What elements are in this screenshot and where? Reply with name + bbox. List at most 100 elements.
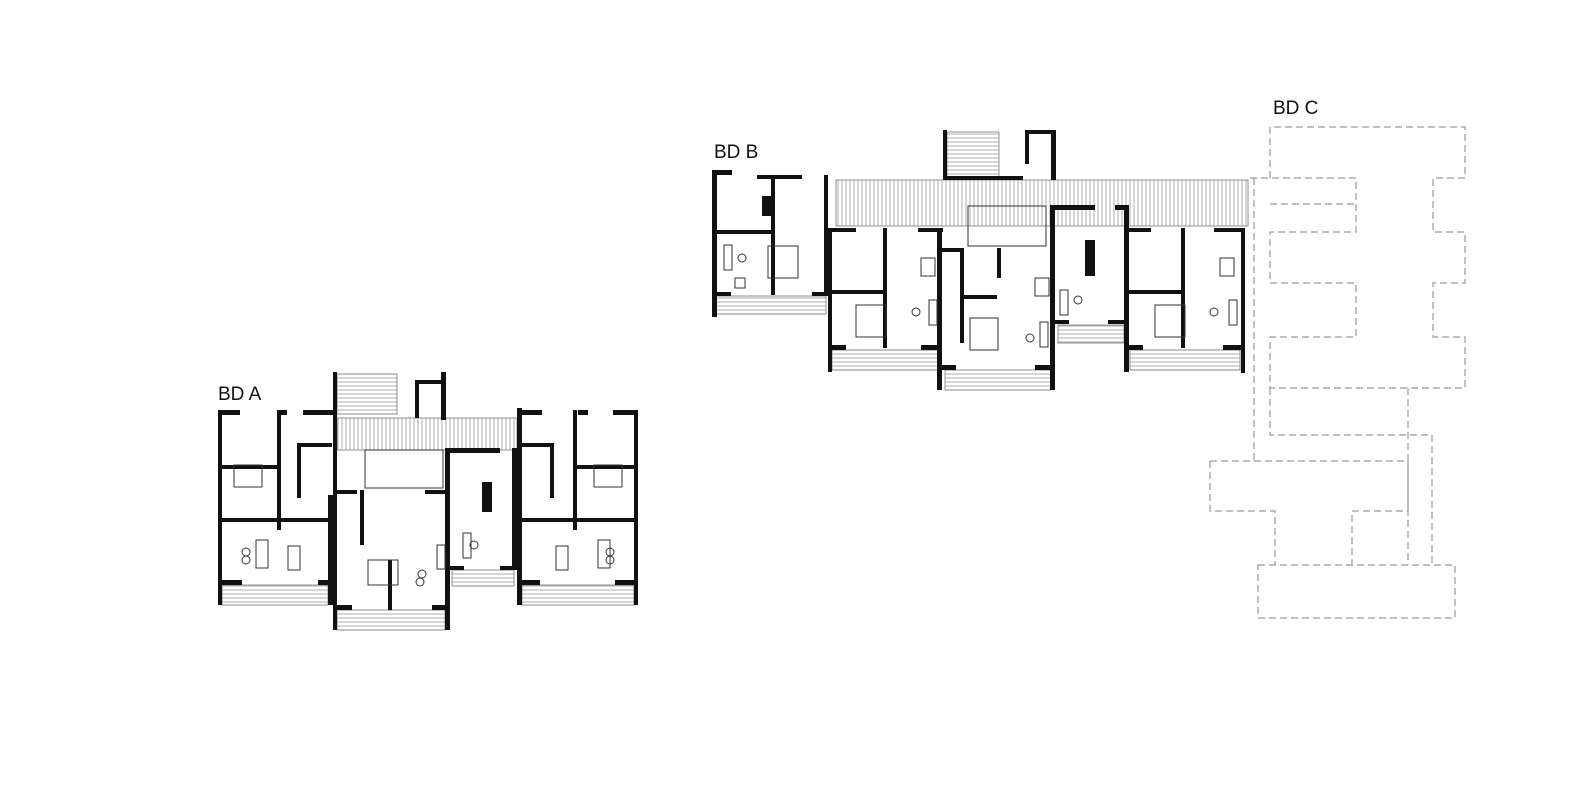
wall — [1035, 365, 1052, 370]
stair-or-terrace-hatch — [946, 131, 1000, 179]
building-b-plan — [712, 130, 1249, 391]
building-c-bottom-block — [1257, 564, 1456, 619]
wall — [360, 490, 364, 545]
furniture — [287, 545, 301, 571]
wall — [757, 175, 802, 179]
wall — [812, 292, 828, 296]
wall — [415, 380, 441, 384]
furniture — [436, 544, 446, 570]
wall — [337, 490, 357, 494]
furniture — [367, 559, 399, 586]
stair-or-terrace-hatch — [1057, 324, 1125, 344]
wall — [1129, 290, 1181, 294]
wall — [1025, 130, 1051, 134]
wall — [712, 170, 732, 175]
wall — [522, 410, 542, 415]
wall — [921, 345, 937, 350]
wall — [997, 248, 1001, 278]
furniture — [1219, 257, 1235, 277]
chair — [469, 540, 479, 550]
wall — [960, 248, 964, 343]
wall — [318, 580, 333, 585]
wall — [1055, 320, 1069, 324]
wall — [445, 448, 500, 453]
wall — [218, 410, 240, 415]
furniture — [593, 464, 623, 488]
wall — [942, 248, 962, 252]
corridor-hatch — [336, 417, 518, 451]
wall — [824, 175, 828, 295]
furniture — [462, 532, 472, 559]
wall — [613, 410, 638, 415]
wall — [522, 518, 634, 522]
wall — [277, 410, 281, 530]
stair-or-terrace-hatch — [944, 369, 1052, 391]
furniture — [920, 257, 936, 277]
wall — [1214, 228, 1244, 232]
wall — [918, 228, 943, 232]
furniture — [255, 539, 269, 569]
wall — [517, 408, 522, 605]
furniture — [233, 464, 263, 488]
wall — [297, 443, 301, 498]
building-b-label: BD B — [714, 142, 759, 163]
chair — [605, 555, 615, 565]
stair-or-terrace-hatch — [1129, 349, 1241, 371]
furniture — [555, 545, 569, 571]
building-c-outline — [1209, 126, 1466, 619]
wall — [1025, 130, 1029, 164]
wall — [482, 482, 492, 512]
stair-or-terrace-hatch — [831, 349, 939, 371]
wall — [222, 465, 277, 469]
wall — [1223, 345, 1241, 350]
chair — [1209, 307, 1219, 317]
wall — [1085, 240, 1095, 276]
building-a-label: BD A — [218, 384, 262, 405]
wall — [1181, 228, 1185, 348]
wall — [222, 518, 332, 522]
wall — [828, 228, 832, 372]
wall — [277, 410, 287, 415]
furniture — [1154, 304, 1186, 338]
wall — [943, 176, 1023, 180]
wall — [832, 345, 846, 350]
chair — [737, 253, 747, 263]
furniture — [928, 299, 938, 326]
wall — [634, 410, 638, 605]
wall — [942, 365, 956, 370]
wall — [937, 228, 942, 390]
chair — [1025, 333, 1035, 343]
wall — [441, 372, 446, 420]
stair-or-terrace-hatch — [521, 584, 635, 606]
furniture — [734, 277, 746, 289]
stair-or-terrace-hatch — [715, 295, 827, 315]
building-c-label: BD C — [1273, 98, 1319, 119]
wall — [222, 580, 242, 585]
building-c-corridor — [1250, 177, 1356, 461]
furniture — [855, 304, 887, 338]
wall — [573, 410, 577, 530]
wall — [1050, 205, 1095, 210]
wall — [445, 448, 450, 630]
wall — [832, 290, 883, 294]
wall — [712, 170, 717, 317]
furniture — [723, 244, 733, 271]
wall — [425, 490, 445, 494]
chair — [241, 547, 251, 557]
wall — [218, 410, 222, 605]
chair — [241, 555, 251, 565]
wall — [328, 495, 333, 605]
wall — [333, 372, 337, 630]
wall — [578, 410, 588, 415]
furniture — [597, 539, 611, 569]
wall — [415, 380, 419, 418]
wall — [512, 448, 517, 568]
building-c-lower-wing — [1209, 460, 1409, 565]
furniture — [1039, 321, 1049, 348]
building-c-upper-wing — [1269, 126, 1466, 389]
wall — [303, 410, 333, 415]
furniture — [1059, 289, 1069, 316]
stair-or-terrace-hatch — [221, 584, 329, 606]
chair — [1073, 295, 1083, 305]
corridor-hatch — [835, 179, 1249, 227]
